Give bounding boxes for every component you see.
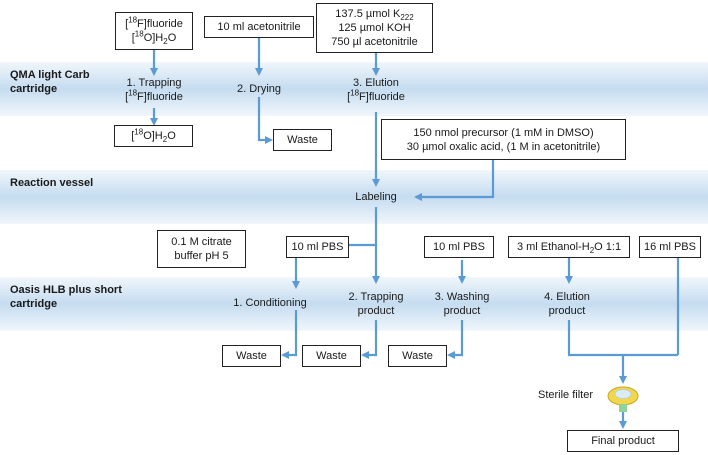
input-elution-mix-box: 137.5 µmol K222 125 µmol KOH 750 µl acet… [316,3,433,53]
elution-mix-line3: 750 µl acetonitrile [331,36,418,48]
arrow-conditioning-to-waste [281,310,298,359]
arrow-precursor-to-labeling [414,160,495,201]
input-pbs-wash-box: 10 ml PBS [424,236,494,258]
sterile-filter-icon [607,386,639,412]
output-o18-water-box: [18O]H2O [114,125,193,147]
input-fluoride-box: [18F]fluoride [18O]H2O [115,12,193,50]
output-waste-drying: Waste [273,129,332,151]
elution-fluoride-line2: [18F]fluoride [347,88,405,103]
band-reaction [0,170,708,224]
stage-label-qma: QMA light Carb cartridge [10,69,90,95]
step-trapping-fluoride: 1. Trapping [18F]fluoride [125,77,183,103]
sterile-filter-label: Sterile filter [538,389,594,401]
stage-label-reaction: Reaction vessel [10,177,94,189]
input-acetonitrile-box: 10 ml acetonitrile [204,16,314,38]
fluoride-line1: [18F]fluoride [125,15,183,30]
elution-mix-line2: 125 µmol KOH [338,22,411,34]
step-elution-product: 4. Elution product [544,291,590,317]
step-elution-fluoride: 3. Elution [18F]fluoride [347,77,405,103]
output-waste-washing: Waste [388,345,447,367]
ethanol-text: 3 ml Ethanol-H2O 1:1 [516,241,622,256]
o18-water-text: [18O]H2O [131,127,176,145]
input-citrate-box: 0.1 M citrate buffer pH 5 [157,230,246,268]
step-washing-product: 3. Washing product [434,291,490,317]
trapping-fluoride-line2: [18F]fluoride [125,88,183,103]
elution-mix-line1: 137.5 µmol K222 [335,8,414,23]
input-precursor-box: 150 nmol precursor (1 mM in DMSO) 30 µmo… [381,119,626,160]
input-pbs-trap-box: 10 ml PBS [286,236,349,258]
band-qma [0,62,708,116]
arrow-drying-to-waste [257,97,273,144]
fluoride-line2: [18O]H2O [131,29,177,47]
step-labeling: Labeling [355,191,397,203]
arrow-elution-merge [567,320,678,357]
output-waste-trapping: Waste [302,345,361,367]
stage-label-oasis: Oasis HLB plus short cartridge [10,284,122,310]
arrow-trapping-to-waste [361,320,378,359]
band-oasis [0,277,708,331]
step-drying: 2. Drying [236,83,282,95]
step-trapping-product: 2. Trapping product [348,291,404,317]
step-conditioning: 1. Conditioning [233,297,307,309]
arrow-washing-to-waste [447,320,464,359]
output-waste-conditioning: Waste [222,345,281,367]
input-ethanol-box: 3 ml Ethanol-H2O 1:1 [508,236,630,258]
final-product-box: Final product [567,430,679,452]
input-pbs-final-box: 16 ml PBS [639,236,701,258]
